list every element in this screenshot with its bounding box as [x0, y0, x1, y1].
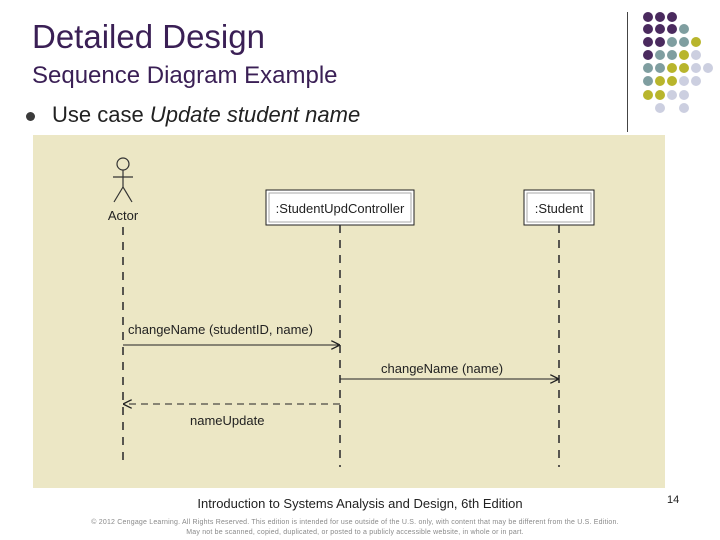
message-change-name-student-label: changeName (name): [381, 361, 503, 376]
controller-object-box: [265, 189, 415, 226]
actor-icon: [113, 157, 133, 203]
bullet-marker: [26, 112, 35, 121]
slide-subtitle: Sequence Diagram Example: [32, 62, 338, 89]
bullet-text: Use case Update student name: [52, 102, 360, 128]
dot-grid-row: [655, 103, 689, 113]
bullet-prefix: Use case: [52, 102, 150, 127]
header-divider: [627, 12, 628, 132]
sequence-diagram: Actor :StudentUpdController :Student cha…: [108, 157, 595, 467]
page-number: 14: [667, 494, 680, 506]
dot-grid-row: [643, 90, 689, 100]
dot-grid-row: [643, 37, 701, 47]
dot-grid-row: [643, 76, 701, 86]
dot-grid-row: [643, 50, 701, 60]
student-object-label: :Student: [535, 201, 584, 216]
decorative-dot-grid: [643, 12, 713, 113]
message-change-name-label: changeName (studentID, name): [128, 322, 313, 337]
copyright-notice: © 2012 Cengage Learning. All Rights Rese…: [60, 518, 650, 538]
actor-label: Actor: [108, 208, 139, 223]
footer-text: Introduction to Systems Analysis and Des…: [197, 496, 523, 511]
student-object-box: [523, 189, 595, 226]
dot-grid-row: [643, 12, 677, 22]
bullet-emphasis: Update student name: [149, 102, 361, 127]
dot-grid-row: [643, 63, 713, 73]
copyright-line: May not be scanned, copied, duplicated, …: [186, 529, 524, 536]
dot-grid-row: [643, 24, 689, 34]
sequence-diagram-panel: Actor :StudentUpdController :Student cha…: [33, 135, 665, 488]
message-name-update-label: nameUpdate: [190, 413, 264, 428]
controller-object-label: :StudentUpdController: [276, 201, 405, 216]
copyright-line: © 2012 Cengage Learning. All Rights Rese…: [91, 519, 619, 526]
slide-title: Detailed Design: [32, 18, 265, 55]
